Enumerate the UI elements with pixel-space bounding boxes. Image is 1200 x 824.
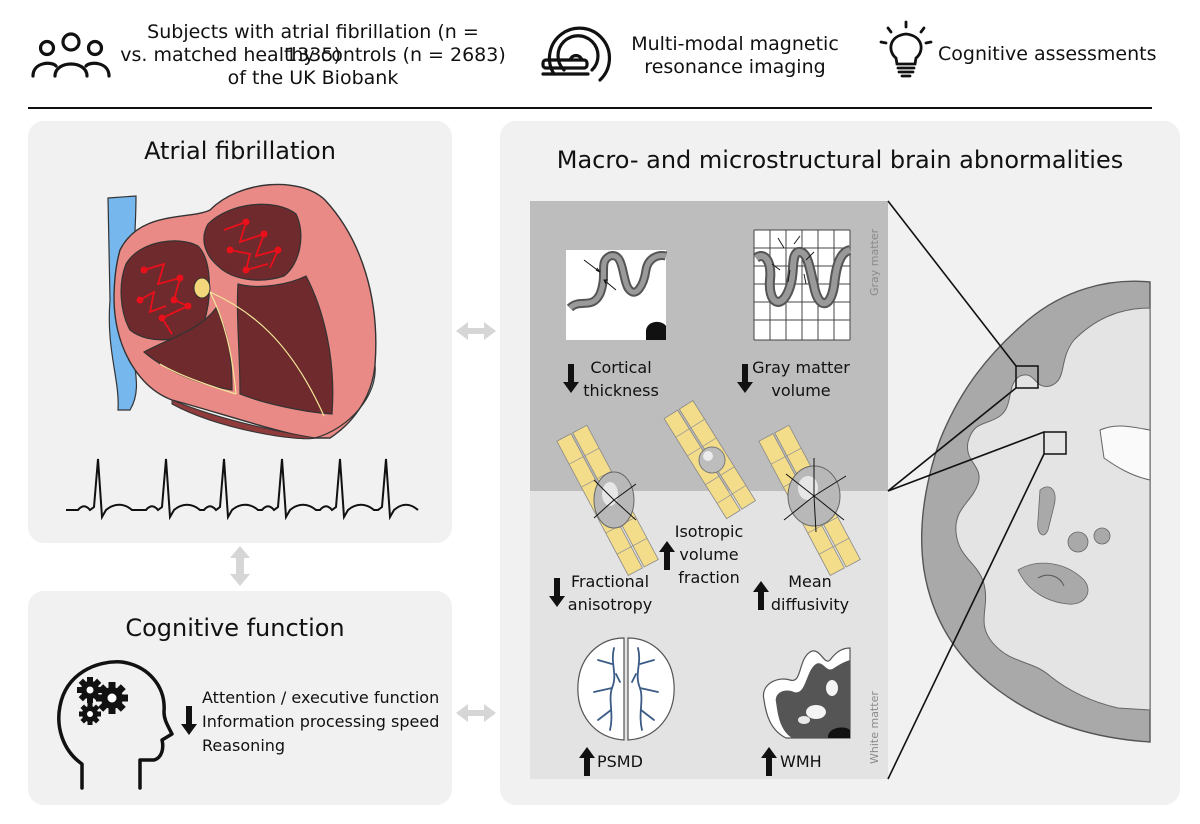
isotropic-label-2: volume: [679, 545, 739, 564]
fractional-anisotropy-illustration: [556, 424, 659, 576]
right-ventricle: [236, 275, 334, 415]
sinus-node: [193, 277, 211, 299]
cortical-label-1: Cortical: [590, 358, 652, 377]
subjects-line-3: of the UK Biobank: [227, 67, 399, 89]
md-label-2: diffusivity: [770, 595, 850, 614]
fa-label-2: anisotropy: [567, 595, 653, 614]
isotropic-label-3: fraction: [678, 568, 740, 587]
white-matter-zoom-box: [1043, 431, 1067, 455]
gmv-label-2: volume: [771, 381, 831, 400]
lightbulb-icon: [879, 20, 933, 78]
cog-decrease-arrow: [181, 706, 197, 735]
brain-panel-title: Macro- and microstructural brain abnorma…: [556, 146, 1124, 174]
cog-item-reasoning: Reasoning: [202, 736, 286, 755]
right-atrium: [203, 203, 302, 281]
fa-decrease-arrow: [549, 578, 565, 607]
cog-item-attention: Attention / executive function: [202, 688, 440, 707]
isotropic-volume-illustration: [663, 400, 756, 520]
cortical-thickness-illustration: [566, 250, 668, 340]
cortical-label-2: thickness: [583, 381, 659, 400]
mean-diffusivity-illustration: [758, 424, 861, 576]
brain-section: [921, 280, 1151, 743]
heart-illustration: [107, 183, 377, 440]
isotropic-label-1: Isotropic: [674, 522, 744, 541]
md-label-1: Mean: [788, 572, 832, 591]
ecg-trace: [66, 458, 419, 521]
connector-af-brain: [456, 322, 496, 340]
mri-scanner-icon: [541, 26, 611, 82]
psmd-brain-illustration: [577, 637, 675, 741]
gray-matter-zoom-box: [1015, 365, 1039, 389]
people-icon: [31, 32, 111, 78]
subjects-line-1: Subjects with atrial fibrillation (n = 1…: [147, 21, 479, 66]
fa-label-1: Fractional: [570, 572, 650, 591]
connector-af-cog: [230, 546, 250, 586]
psmd-label: PSMD: [597, 752, 643, 771]
head-gears-icon: [57, 660, 174, 790]
psmd-increase-arrow: [579, 747, 595, 776]
subjects-line-2: vs. matched healthy controls (n = 2683): [120, 44, 506, 66]
header-divider: [28, 107, 1152, 109]
wmh-illustration: [762, 647, 851, 739]
gray-matter-volume-illustration: [753, 229, 852, 341]
wmh-label: WMH: [780, 752, 822, 771]
wmh-increase-arrow: [761, 747, 777, 776]
cortical-thickness-decrease-arrow: [563, 364, 579, 393]
mri-line-2: resonance imaging: [644, 56, 826, 78]
af-panel-title: Atrial fibrillation: [144, 137, 336, 165]
md-increase-arrow: [753, 581, 769, 610]
gmv-label-1: Gray matter: [752, 358, 850, 377]
connector-cog-brain: [456, 704, 496, 722]
cog-panel-title: Cognitive function: [125, 614, 345, 642]
mri-line-1: Multi-modal magnetic: [631, 33, 839, 55]
isotropic-increase-arrow: [659, 541, 675, 570]
cognitive-assessments-label: Cognitive assessments: [938, 43, 1157, 65]
gray-matter-volume-decrease-arrow: [737, 364, 753, 393]
af-signals-left: [139, 262, 191, 335]
cog-item-processing-speed: Information processing speed: [202, 712, 440, 731]
